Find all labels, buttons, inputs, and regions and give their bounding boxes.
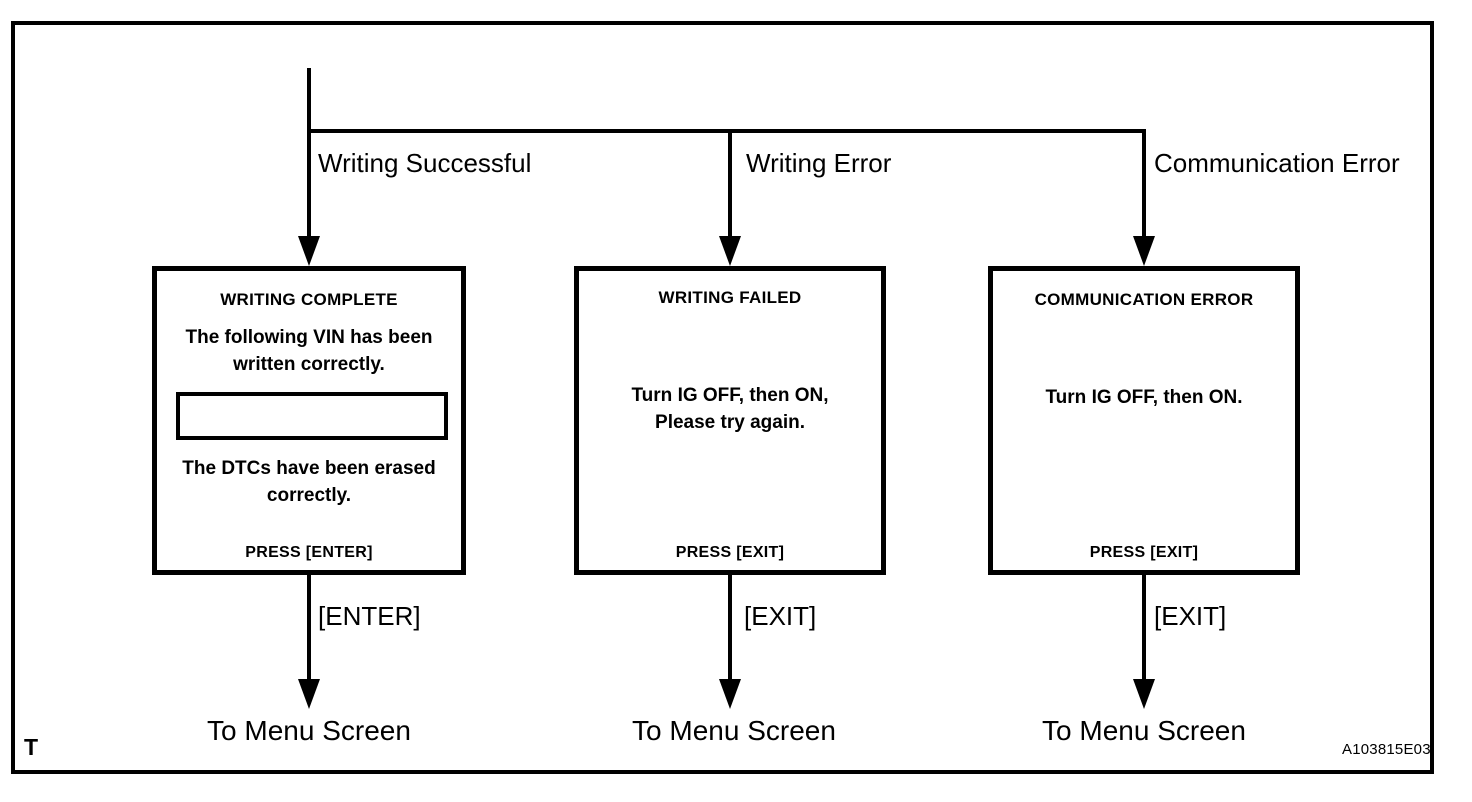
branch-label-writing-error: Writing Error	[746, 148, 892, 178]
screen-1-body-line-4: correctly.	[266, 484, 352, 506]
screen-3-body: Turn IG OFF, then ON.	[1001, 385, 1287, 412]
screen-3-footer: PRESS [EXIT]	[1089, 544, 1199, 561]
screen-2-footer: PRESS [EXIT]	[675, 544, 785, 561]
screen-1-title: WRITING COMPLETE	[220, 290, 398, 309]
screen-1-body-bottom: The DTCs have been erased correctly.	[165, 456, 453, 510]
screen-1-body-top: The following VIN has been written corre…	[165, 325, 453, 379]
exit-line-2	[728, 575, 732, 680]
screen-3-body-line-1: Turn IG OFF, then ON.	[1045, 387, 1243, 408]
screen-1-body-line-1: The following VIN has been	[185, 327, 433, 348]
exit-arrowhead-3	[1133, 679, 1155, 709]
screen-writing-complete: WRITING COMPLETE The following VIN has b…	[152, 266, 466, 575]
branch-label-writing-successful: Writing Successful	[318, 148, 532, 178]
branch-arrowhead-2	[719, 236, 741, 266]
branch-arrowhead-3	[1133, 236, 1155, 266]
figure-id-label: A103815E03	[1342, 741, 1431, 758]
exit-line-3	[1142, 575, 1146, 680]
exit-arrowhead-1	[298, 679, 320, 709]
screen-1-body-line-3: The DTCs have been erased	[182, 458, 436, 479]
branch-arrowhead-1	[298, 236, 320, 266]
screen-3-title: COMMUNICATION ERROR	[1034, 290, 1254, 309]
screen-2-title: WRITING FAILED	[658, 288, 802, 307]
exit-arrowhead-2	[719, 679, 741, 709]
figure-border	[11, 21, 1434, 774]
vin-value-field[interactable]	[176, 392, 448, 440]
exit-key-label-2: [EXIT]	[744, 601, 817, 631]
screen-1-body-line-2: written correctly.	[233, 353, 385, 375]
branch-line-3	[1142, 129, 1146, 237]
trunk-line-in	[307, 68, 311, 133]
corner-mark-t: T	[24, 734, 39, 760]
terminal-label-2: To Menu Screen	[632, 715, 836, 746]
terminal-label-1: To Menu Screen	[207, 715, 411, 746]
branch-label-communication-error: Communication Error	[1154, 148, 1400, 178]
screen-2-body: Turn IG OFF, then ON, Please try again.	[587, 383, 873, 437]
branch-line-1	[307, 129, 311, 237]
exit-key-label-1: [ENTER]	[318, 601, 421, 631]
screen-communication-error: COMMUNICATION ERROR Turn IG OFF, then ON…	[988, 266, 1300, 575]
screen-1-footer: PRESS [ENTER]	[245, 544, 373, 561]
branch-bus-line	[307, 129, 1146, 133]
screen-2-body-line-2: Please try again.	[655, 411, 805, 433]
branch-line-2	[728, 129, 732, 237]
screen-writing-failed: WRITING FAILED Turn IG OFF, then ON, Ple…	[574, 266, 886, 575]
terminal-label-3: To Menu Screen	[1042, 715, 1246, 746]
screen-2-body-line-1: Turn IG OFF, then ON,	[631, 385, 829, 406]
exit-line-1	[307, 575, 311, 680]
exit-key-label-3: [EXIT]	[1154, 601, 1227, 631]
